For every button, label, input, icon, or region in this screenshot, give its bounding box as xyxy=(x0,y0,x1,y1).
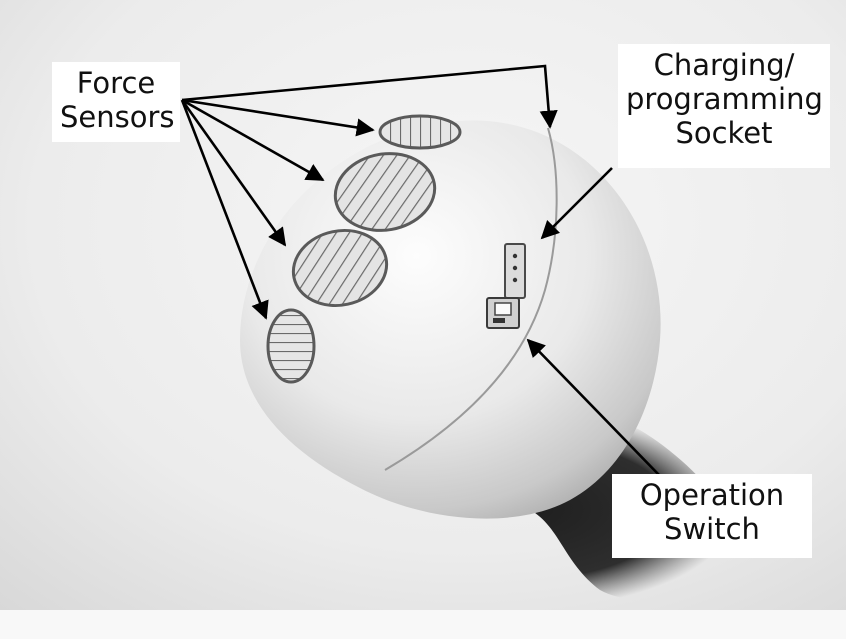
switch-icon xyxy=(486,297,520,329)
label-line: Force xyxy=(76,66,156,100)
operation-switch-label: Operation Switch xyxy=(612,474,812,558)
sensor-pad-icon xyxy=(266,308,316,384)
force-sensors-label: Force Sensors xyxy=(52,62,180,142)
arrow-line xyxy=(180,99,287,247)
label-line: Operation xyxy=(639,478,785,512)
arrow-line xyxy=(526,338,661,477)
bottom-border xyxy=(0,610,846,639)
force-sensor-arrows xyxy=(180,64,558,320)
arrow-line xyxy=(181,64,558,129)
sensor-pad-icon xyxy=(291,229,389,307)
arrow-line xyxy=(181,98,325,182)
label-line: Charging/ xyxy=(653,48,795,82)
arrow-line xyxy=(180,99,269,320)
arrow-line xyxy=(181,98,375,137)
sensor-pad-icon xyxy=(333,152,437,232)
ball-seam xyxy=(384,127,558,471)
charging-socket-label: Charging/ programming Socket xyxy=(618,44,830,168)
label-line: Socket xyxy=(675,116,773,150)
socket-icon xyxy=(504,243,526,299)
arrow-line xyxy=(540,167,613,240)
label-line: programming xyxy=(626,82,823,116)
label-line: Switch xyxy=(664,512,760,546)
sensor-pad-icon xyxy=(378,114,462,150)
label-line: Sensors xyxy=(60,100,175,134)
